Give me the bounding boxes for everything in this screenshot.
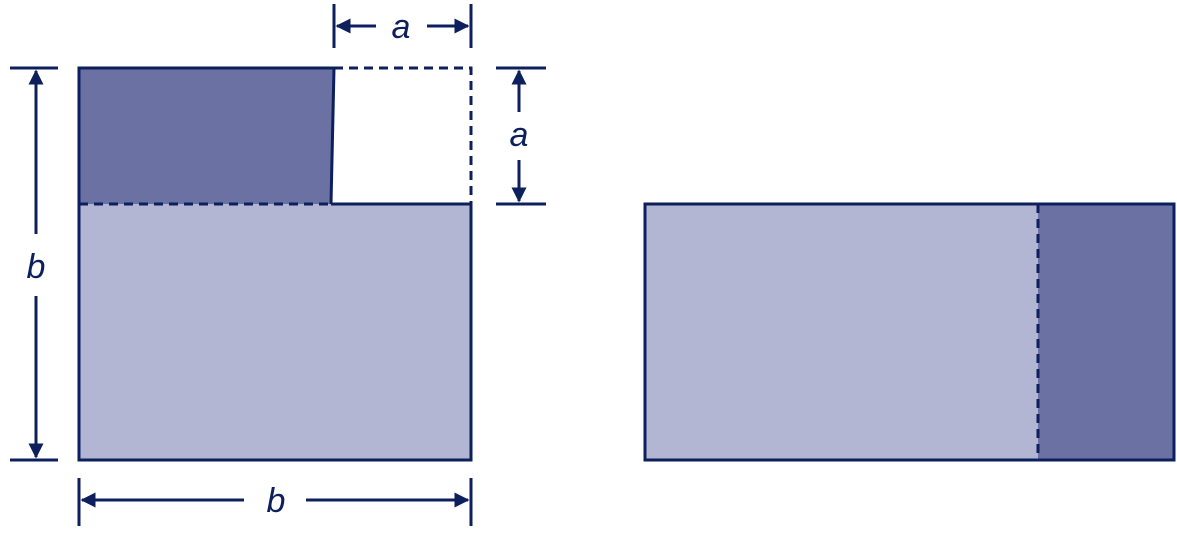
- left-figure: [77, 66, 473, 462]
- label-b-left: b: [27, 248, 46, 286]
- right-light-region: [645, 204, 1038, 460]
- left-top-region: [79, 68, 334, 204]
- right-figure: [643, 202, 1176, 462]
- dimension-b-left: b: [10, 66, 58, 462]
- right-dark-region: [1038, 204, 1174, 460]
- removed-corner-dashed-outline: [334, 66, 473, 204]
- dimension-b-bottom: b: [77, 478, 473, 526]
- label-b-bottom: b: [267, 482, 286, 520]
- label-a-top: a: [392, 8, 411, 46]
- left-bottom-region: [79, 204, 471, 460]
- label-a-right: a: [510, 116, 529, 154]
- dimension-a-right: a: [496, 66, 546, 206]
- right-figure-outline: [643, 202, 1176, 462]
- dimension-a-top: a: [332, 4, 473, 48]
